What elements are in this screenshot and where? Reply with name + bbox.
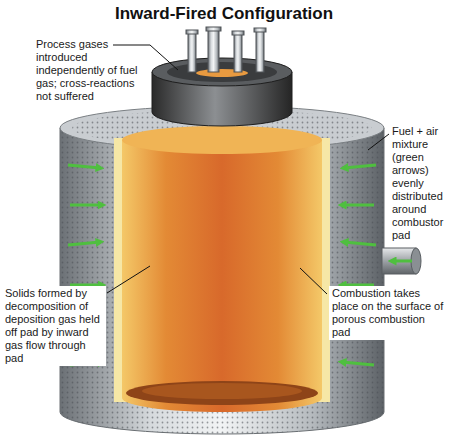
combustion-note: Combustion takes place on the surface of…: [329, 286, 447, 340]
leader-lines: [107, 45, 389, 294]
top-cap: [152, 58, 292, 126]
combustion-pad: [114, 126, 330, 412]
process-gas-note: Process gases introduced independently o…: [36, 38, 152, 103]
fuel-air-note: Fuel + air mixture (green arrows) evenly…: [392, 125, 448, 242]
side-inlet-pipe: [382, 248, 421, 274]
diagram-title: Inward-Fired Configuration: [92, 4, 356, 24]
solids-note: Solids formed by decomposition of deposi…: [2, 286, 106, 366]
outer-shell: [60, 106, 384, 434]
process-gas-pipes: [186, 27, 266, 72]
